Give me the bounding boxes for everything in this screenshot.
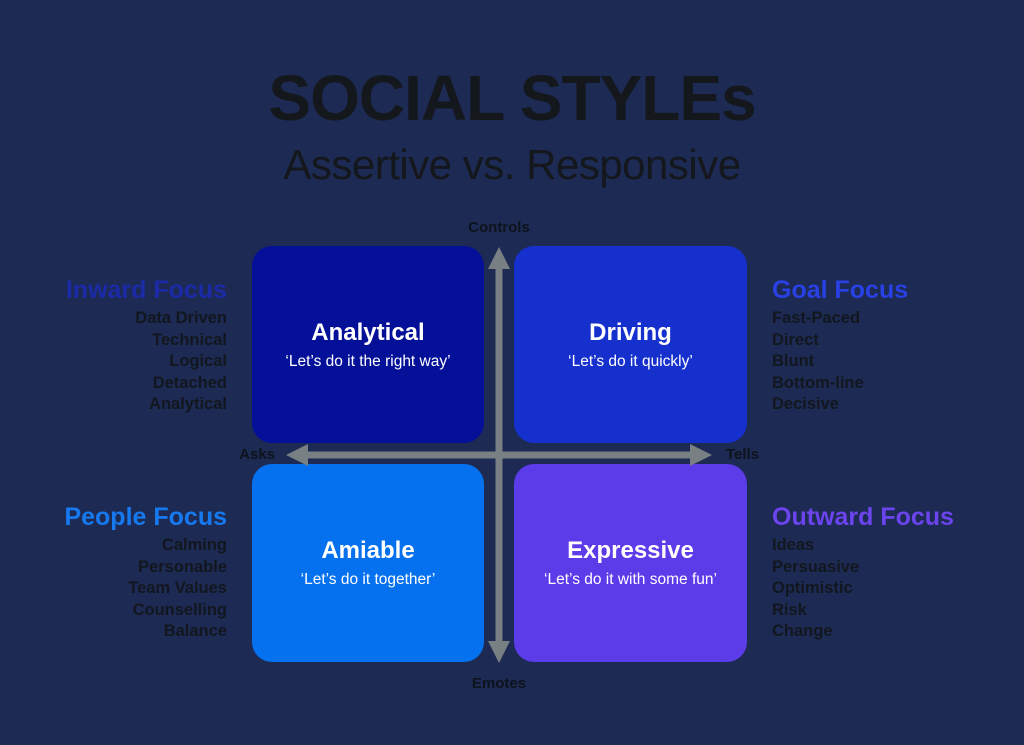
quadrant-tagline: ‘Let’s do it quickly’ [568,352,693,370]
quadrant-name: Analytical [311,318,425,346]
focus-item: Calming [161,536,227,554]
focus-item: Fast-Paced [772,309,861,327]
focus-item: Direct [772,330,819,349]
quadrant-tagline: ‘Let’s do it together’ [300,571,436,588]
focus-item: Team Values [128,579,227,597]
focus-item: Technical [152,330,227,349]
page-subtitle: Assertive vs. Responsive [283,141,741,188]
page-title: SOCIAL STYLEs [268,62,756,134]
quadrant-amiable: Amiable ‘Let’s do it together’ [252,464,484,662]
quadrant-driving: Driving ‘Let’s do it quickly’ [514,246,747,443]
focus-item: Counselling [132,600,227,619]
axis-label-controls: Controls [468,219,530,236]
quadrant-name: Driving [589,318,672,346]
focus-group-heading: Inward Focus [65,276,227,304]
focus-item: Logical [169,352,227,370]
axis-label-asks: Asks [239,446,275,463]
focus-item: Analytical [149,395,227,413]
axis-label-emotes: Emotes [471,675,527,692]
horizontal-axis-arrow-icon [286,444,712,466]
axis-label-tells: Tells [726,446,760,463]
quadrant-analytical: Analytical ‘Let’s do it the right way’ [252,246,484,443]
quadrant-expressive: Expressive ‘Let’s do it with some fun’ [514,464,747,662]
focus-item: Data Driven [135,309,227,327]
focus-group-heading: Goal Focus [772,276,909,304]
focus-group-heading: People Focus [64,503,227,531]
focus-item: Change [772,622,833,640]
focus-item: Blunt [772,352,815,370]
focus-item: Personable [138,557,227,576]
quadrant-name: Expressive [567,537,694,564]
focus-item: Ideas [772,536,815,554]
quadrant-tagline: ‘Let’s do it with some fun’ [544,571,717,588]
focus-item: Persuasive [772,557,860,576]
focus-group-heading: Outward Focus [772,503,954,531]
focus-item: Bottom-line [772,373,864,392]
quadrant-tagline: ‘Let’s do it the right way’ [285,352,451,370]
focus-item: Detached [152,373,227,392]
focus-item: Optimistic [772,579,853,597]
quadrant-name: Amiable [321,537,415,564]
focus-item: Balance [163,622,227,640]
focus-item: Risk [772,600,807,619]
focus-item: Decisive [772,395,839,413]
